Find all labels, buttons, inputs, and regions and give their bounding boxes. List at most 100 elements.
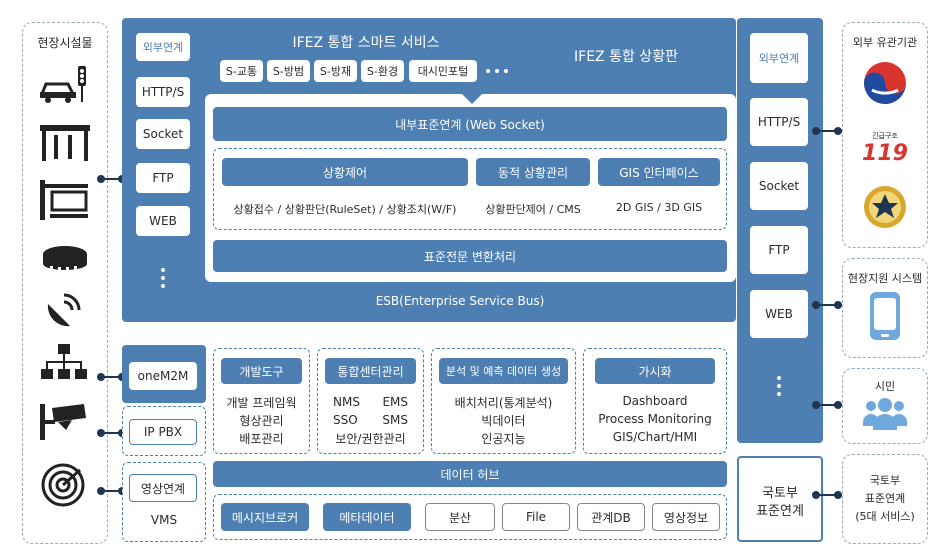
protocol-web-left: WEB: [136, 206, 190, 236]
smoke-detector-icon: [43, 246, 87, 271]
rescue-119-icon: 긴급구조 119: [862, 131, 908, 162]
analysis-item: 빅데이터: [481, 414, 526, 428]
molit-standard-line1: 국토부: [869, 474, 901, 487]
molit-standard-line3: (5대 서비스): [855, 510, 915, 523]
molit-link-line2: 표준연계: [756, 504, 804, 519]
protocol-socket-right: Socket: [750, 162, 808, 210]
gis-interface-detail: 2D GIS / 3D GIS: [615, 201, 703, 214]
data-hub-bar: 데이터 허브: [213, 461, 727, 487]
field-facilities-title: 현장시설물: [37, 36, 93, 50]
field-support-title: 현장지원 시스템: [847, 272, 923, 285]
connector-line: [100, 376, 128, 378]
protocol-ftp-right: FTP: [750, 226, 808, 274]
smart-service-title: IFEZ 통합 스마트 서비스: [292, 35, 440, 51]
service-citizen-portal[interactable]: 대시민포털: [409, 60, 477, 82]
signboard-icon: [40, 180, 88, 220]
connector-node: [834, 301, 842, 309]
external-agency-title: 외부 유관기관: [852, 36, 918, 49]
radar-icon: [41, 463, 85, 507]
visualization-item: GIS/Chart/HMI: [612, 430, 698, 444]
connector-line: [815, 130, 845, 132]
molit-link-line1: 국토부: [762, 486, 798, 501]
sso-label: SSO: [333, 413, 358, 427]
connector-node: [812, 127, 820, 135]
analysis-item: 배치처리(통계분석): [454, 396, 553, 410]
connector-node: [834, 127, 842, 135]
external-link-left: 외부연계: [136, 33, 190, 61]
molit-standard-panel: [842, 454, 928, 544]
websocket-bar: 내부표준연계 (Web Socket): [213, 107, 727, 141]
ems-label: EMS: [382, 395, 408, 409]
protocol-socket-left: Socket: [136, 119, 190, 149]
analysis-bar: 분석 및 예측 데이터 생성: [439, 358, 568, 384]
protocol-https-right: HTTP/S: [750, 98, 808, 146]
hub-relational-db[interactable]: 관계DB: [577, 503, 645, 531]
satellite-dish-icon: [47, 293, 81, 327]
ippbx-label: IP PBX: [129, 419, 197, 445]
hub-message-broker[interactable]: 메시지브로커: [221, 503, 309, 531]
connector-node: [97, 175, 105, 183]
pointer-triangle: [460, 92, 484, 104]
visualization-bar: 가시화: [595, 358, 715, 384]
service-environment[interactable]: S-환경: [361, 60, 404, 82]
connector-node: [97, 429, 105, 437]
field-facilities-panel: [22, 22, 108, 544]
dev-tools-item: 배포관리: [239, 432, 284, 446]
connector-line: [100, 178, 128, 180]
more-dots-left: [161, 268, 165, 288]
smartphone-icon: [870, 292, 900, 340]
connector-node: [812, 401, 820, 409]
nms-label: NMS: [333, 395, 360, 409]
dynamic-management-detail: 상황판단제어 / CMS: [485, 203, 581, 216]
rescue-number: 119: [862, 141, 908, 162]
connector-line: [100, 490, 128, 492]
center-management-bar: 통합센터관리: [325, 358, 416, 384]
visualization-item: Dashboard: [622, 394, 688, 408]
molit-link-box: [737, 456, 823, 542]
network-icon: [41, 344, 87, 379]
citizen-title: 시민: [874, 380, 896, 393]
dev-tools-bar: 개발도구: [221, 358, 302, 384]
hub-distributed[interactable]: 분산: [425, 503, 495, 531]
conversion-bar: 표준전문 변환처리: [213, 240, 727, 272]
analysis-item: 인공지능: [481, 432, 526, 446]
more-dots-service: [486, 69, 508, 73]
external-link-right: 외부연계: [750, 33, 808, 83]
service-crime[interactable]: S-방범: [267, 60, 310, 82]
situation-control-bar: 상황제어: [222, 158, 468, 186]
connector-node: [812, 301, 820, 309]
connector-line: [815, 494, 845, 496]
dev-tools-item: 형상관리: [239, 414, 284, 428]
security-auth-label: 보안/권한관리: [335, 432, 406, 446]
korea-emblem-icon: [864, 62, 906, 104]
hub-metadata[interactable]: 메타데이터: [323, 503, 411, 531]
service-traffic[interactable]: S-교통: [220, 60, 263, 82]
esb-label: ESB(Enterprise Service Bus): [375, 294, 545, 308]
field-support-panel: [842, 258, 928, 358]
gis-interface-bar: GIS 인터페이스: [598, 158, 720, 186]
hub-file[interactable]: File: [502, 503, 570, 531]
bus-stop-icon: [40, 125, 90, 161]
protocol-ftp-left: FTP: [136, 163, 190, 193]
video-link-label: 영상연계: [129, 474, 197, 502]
connector-node: [97, 373, 105, 381]
protocol-https-left: HTTP/S: [136, 77, 190, 107]
connector-node: [812, 491, 820, 499]
service-disaster[interactable]: S-방재: [314, 60, 357, 82]
car-traffic-light-icon: [39, 66, 86, 103]
more-dots-right: [777, 376, 781, 396]
rescue-label: 긴급구조: [872, 131, 898, 140]
connector-node: [97, 487, 105, 495]
dev-tools-item: 개발 프레임웍: [226, 396, 297, 410]
connector-node: [834, 401, 842, 409]
situation-control-detail: 상황접수 / 상황판단(RuleSet) / 상황조치(W/F): [233, 203, 457, 216]
people-group-icon: [863, 398, 907, 430]
visualization-item: Process Monitoring: [598, 412, 712, 426]
connector-line: [100, 432, 128, 434]
hub-video-info[interactable]: 영상정보: [652, 503, 720, 531]
connector-line: [815, 304, 845, 306]
situation-board-title: IFEZ 통합 상황판: [574, 49, 678, 65]
cctv-icon: [40, 404, 86, 440]
onem2m-label: oneM2M: [129, 362, 197, 390]
